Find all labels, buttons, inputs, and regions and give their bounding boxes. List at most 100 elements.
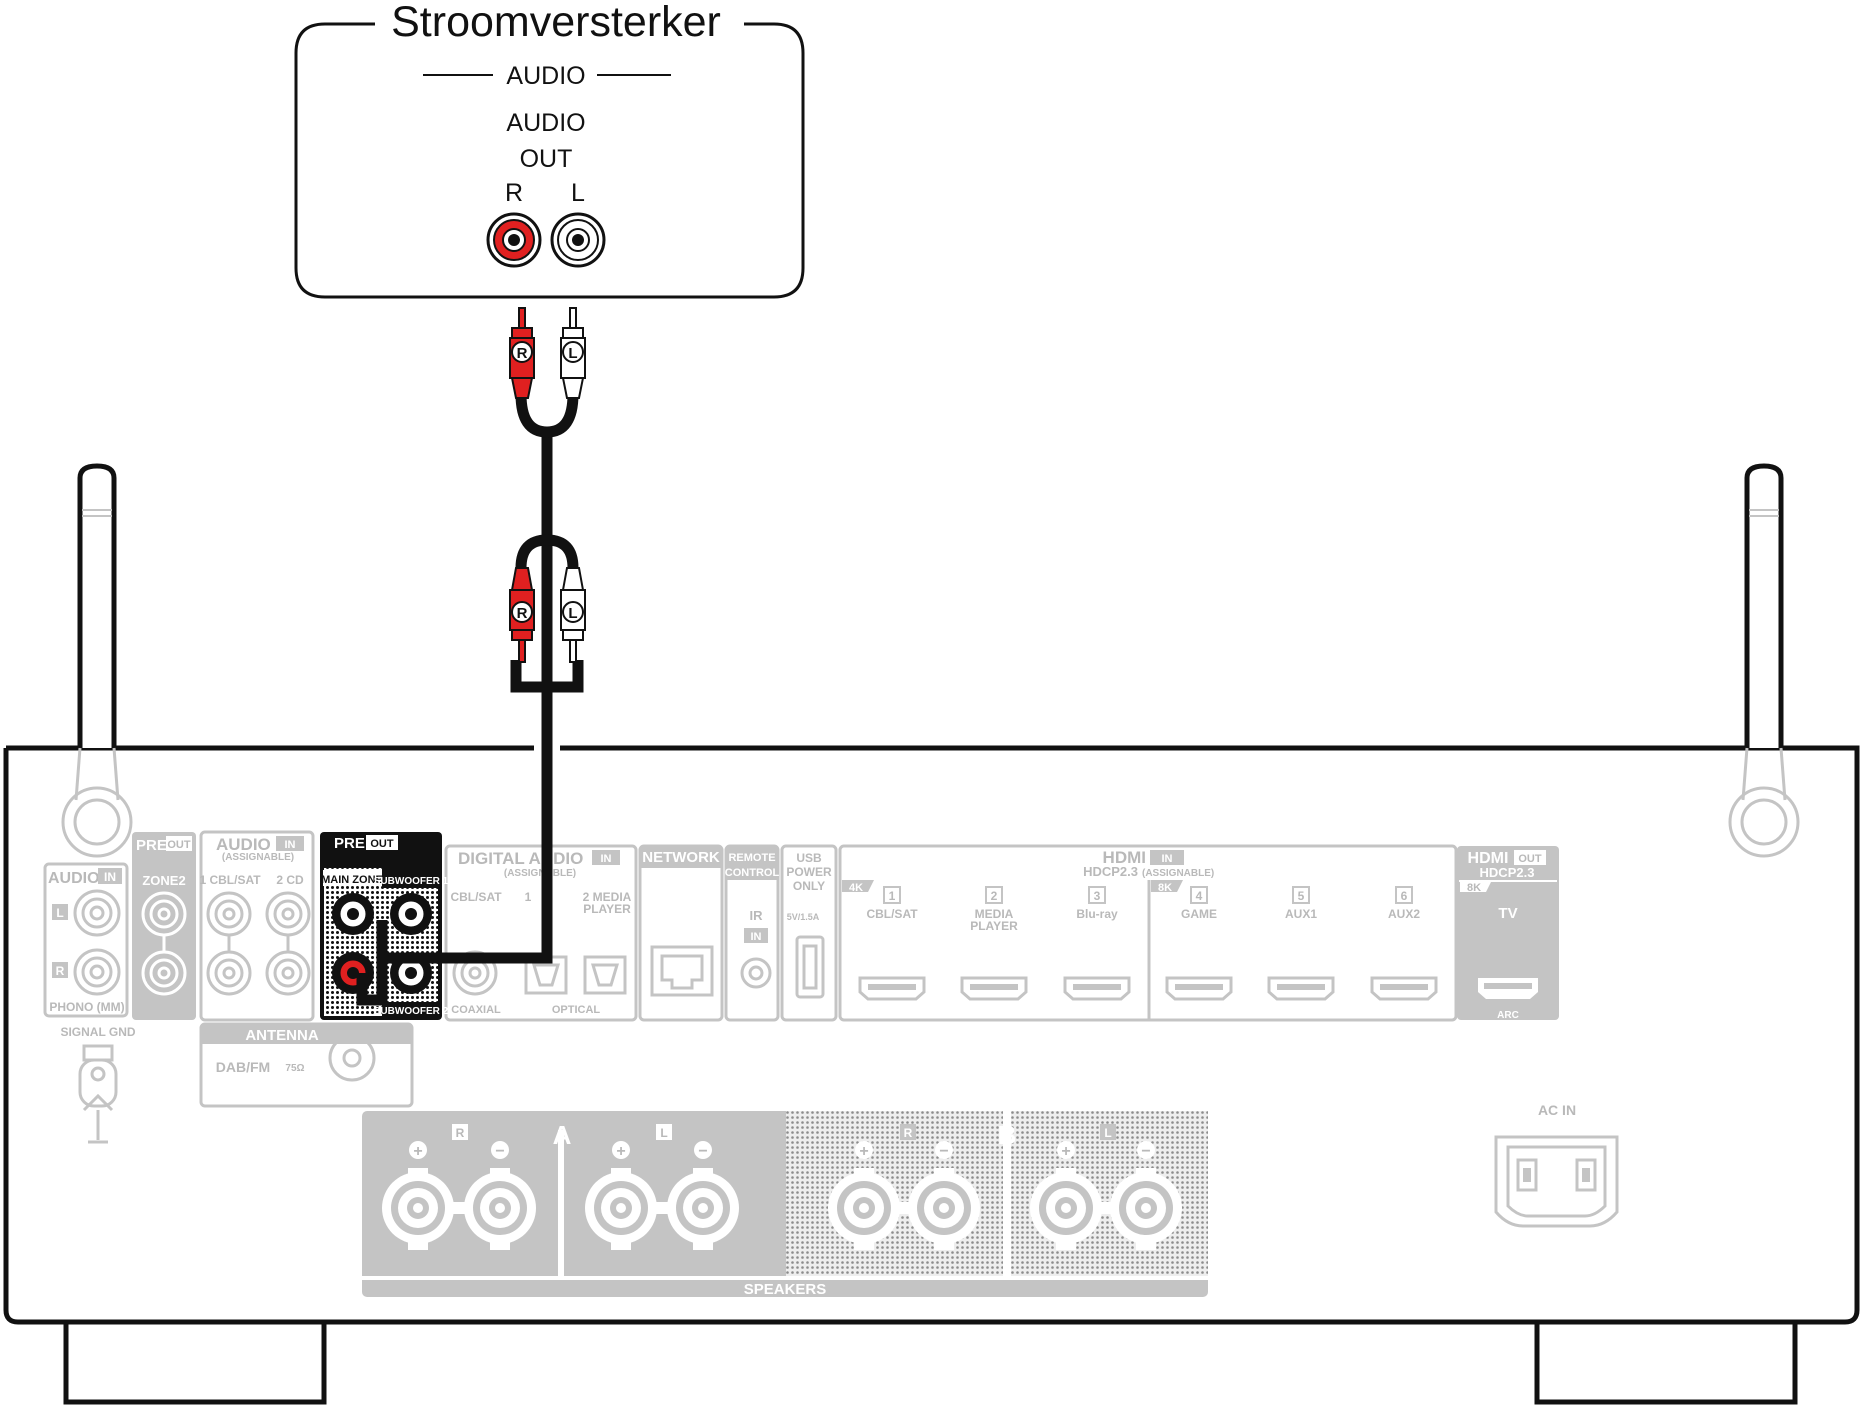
hdmi-arc-label: ARC: [1497, 1010, 1519, 1021]
amp-output-jack-r: [486, 212, 542, 268]
ir-jack: [740, 957, 772, 989]
hdmi-input-label: CBL/SAT: [866, 907, 918, 921]
signal-gnd-terminal: [78, 1044, 118, 1144]
speaker-terminal-pair-1: +−: [382, 1141, 536, 1250]
zone2-title: PRE: [136, 837, 167, 854]
pre-out-badge: OUT: [370, 838, 394, 850]
assignable-audio-sub: (ASSIGNABLE): [222, 852, 294, 863]
coaxial-label: COAXIAL: [451, 1004, 501, 1016]
hdmi-out-title: HDMI: [1468, 850, 1509, 867]
hdmi-input-label-2: PLAYER: [970, 919, 1018, 933]
assignable-audio-title: AUDIO: [216, 835, 271, 854]
hdmi-in-sub2: (ASSIGNABLE): [1142, 868, 1214, 879]
digital-in1-label: CBL/SAT: [450, 890, 502, 904]
speakers-a-l-label: L: [660, 1126, 667, 1140]
hdmi-out-panel: HDMI OUT HDCP2.3 8K TV ARC: [1457, 846, 1559, 1021]
speakers-panel: A B SPEAKERS R L R L +−+−+−+−: [362, 1111, 1208, 1298]
assignable-audio-jacks: [206, 891, 311, 996]
assignable-audio-in-panel: AUDIO IN (ASSIGNABLE) 1 CBL/SAT 2 CD: [199, 830, 315, 1022]
main-zone-jack-l: [332, 893, 374, 935]
speakers-a-label: A: [553, 1120, 572, 1150]
top-plug-r-label: R: [517, 345, 528, 362]
speaker-terminal-pair-4: +−: [1030, 1141, 1182, 1250]
phono-ch-r: R: [56, 964, 65, 978]
ac-inlet: AC IN: [1494, 1102, 1619, 1228]
usb-power-panel: USB POWER ONLY 5V/1.5A: [780, 844, 838, 1022]
svg-text:+: +: [1061, 1143, 1070, 1160]
digital-audio-badge: IN: [601, 853, 612, 865]
phono-badge: IN: [104, 870, 116, 884]
digital-audio-sub: (ASSIGNABLE): [504, 868, 576, 879]
zone2-jacks: [141, 891, 187, 996]
output-label-audio: AUDIO: [506, 109, 585, 137]
svg-text:−: −: [939, 1143, 948, 1160]
phono-footer: PHONO (MM): [49, 1000, 124, 1014]
bottom-plug-r: R: [509, 567, 535, 663]
hdmi-input-number: 1: [889, 889, 896, 903]
hdmi-in-title: HDMI: [1103, 848, 1146, 867]
remote-control-panel: REMOTE CONTROL IR IN: [724, 844, 780, 1022]
svg-text:+: +: [413, 1143, 422, 1160]
hdmi-out-8k-tag: 8K: [1467, 882, 1481, 894]
hdmi-input-list: 1CBL/SAT2MEDIAPLAYER3Blu-ray4GAME5AUX16A…: [858, 886, 1438, 1001]
phono-audio-in-panel: AUDIO IN L R PHONO (MM) SIGNAL GND: [43, 862, 136, 1144]
svg-text:−: −: [698, 1143, 707, 1160]
speakers-b-r-label: R: [904, 1126, 913, 1140]
hdmi-out-badge: OUT: [1518, 853, 1542, 865]
top-plug-l: L: [560, 307, 586, 399]
digital-ports: [452, 950, 627, 996]
digital-audio-title: DIGITAL AUDIO: [458, 849, 583, 868]
svg-text:−: −: [1141, 1143, 1150, 1160]
assignable-in1-label: 1 CBL/SAT: [199, 873, 261, 887]
subwoofer1-label: SUBWOOFER 1: [374, 876, 449, 887]
speakers-b-label: B: [998, 1120, 1017, 1150]
speaker-terminal-pair-2: +−: [585, 1141, 739, 1250]
remote-ir-label: IR: [750, 908, 764, 923]
subwoofer1-jack: [390, 893, 432, 935]
hdmi-input-number: 6: [1401, 889, 1408, 903]
phono-title: AUDIO: [48, 870, 100, 887]
usb-port: [795, 935, 825, 999]
foot-right: [1534, 1322, 1798, 1405]
svg-text:−: −: [495, 1143, 504, 1160]
hdmi-input-number: 4: [1196, 889, 1203, 903]
ac-in-label: AC IN: [1538, 1102, 1576, 1118]
hdmi-input-label: Blu-ray: [1076, 907, 1118, 921]
hdmi-input-number: 5: [1298, 889, 1305, 903]
ohm-label: 75Ω: [285, 1063, 304, 1074]
pre-out-title: PRE: [334, 835, 365, 852]
phono-jack-r: [73, 948, 121, 996]
hdmi-out-tv-label: TV: [1498, 905, 1517, 922]
zone2-pre-out-panel: PRE OUT ZONE2: [132, 832, 196, 1020]
top-plug-l-label: L: [568, 345, 577, 362]
svg-text:+: +: [859, 1143, 868, 1160]
assignable-audio-badge: IN: [285, 839, 296, 851]
svg-text:+: +: [616, 1143, 625, 1160]
antenna-title: ANTENNA: [245, 1027, 318, 1044]
optical-label: OPTICAL: [552, 1004, 601, 1016]
speakers-b-l-label: L: [1104, 1126, 1111, 1140]
usb-rating: 5V/1.5A: [787, 912, 820, 922]
hdmi-out-sub: HDCP2.3: [1480, 865, 1535, 880]
rca-stereo-cable: R L R L: [356, 307, 586, 1006]
hdmi-in-badge: IN: [1162, 853, 1173, 865]
network-panel: NETWORK: [638, 844, 724, 1022]
hdmi-input-label: AUX2: [1388, 907, 1420, 921]
digital-in2b-label: PLAYER: [583, 902, 631, 916]
pre-out-main-zone-panel: PRE OUT MAIN ZONE SUBWOOFER 1 SUBWOOFER …: [320, 832, 449, 1020]
output-label-out: OUT: [520, 145, 573, 173]
hdmi-input-label: GAME: [1181, 907, 1217, 921]
speakers-label: SPEAKERS: [744, 1281, 827, 1298]
usb-label-3: ONLY: [793, 879, 825, 893]
subwoofer2-label: SUBWOOFER 2: [374, 1006, 449, 1017]
remote-badge: IN: [751, 931, 762, 943]
speakers-a-r-label: R: [456, 1126, 465, 1140]
antenna-connector: [328, 1034, 376, 1082]
amplifier-section-label: AUDIO: [506, 62, 585, 90]
